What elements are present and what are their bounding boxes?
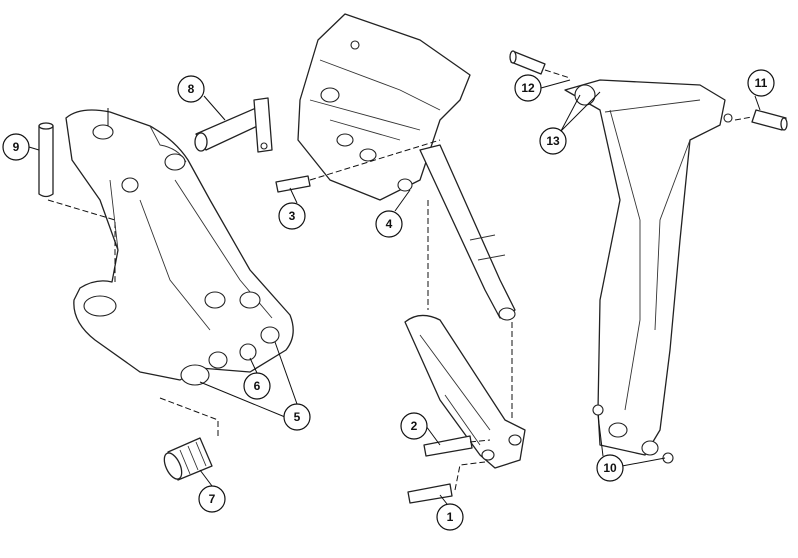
callout-4: 4	[375, 210, 403, 238]
pin-2	[423, 435, 473, 457]
callout-10: 10	[596, 454, 624, 482]
dipper-arm	[564, 79, 733, 456]
callout-label: 7	[209, 492, 216, 506]
pin-1	[407, 483, 453, 504]
callout-6: 6	[243, 372, 271, 400]
link-arm	[404, 314, 526, 469]
callout-label: 1	[447, 510, 454, 524]
callout-label: 11	[755, 76, 768, 90]
callout-label: 9	[13, 140, 20, 154]
callout-7: 7	[198, 485, 226, 513]
callout-13: 13	[539, 127, 567, 155]
callout-label: 6	[254, 379, 261, 393]
callout-11: 11	[747, 69, 775, 97]
callout-9: 9	[2, 133, 30, 161]
leader-lines	[28, 79, 761, 505]
callout-label: 8	[188, 82, 195, 96]
pin-9	[38, 122, 54, 198]
callout-label: 5	[294, 410, 301, 424]
pin-12	[509, 50, 546, 75]
pin-3	[275, 175, 311, 193]
callout-label: 13	[546, 134, 560, 148]
callout-5: 5	[283, 403, 311, 431]
callout-1: 1	[436, 503, 464, 531]
callout-label: 2	[411, 419, 418, 433]
pin-11	[751, 109, 788, 131]
callout-label: 12	[521, 81, 535, 95]
pin-7	[163, 437, 213, 481]
callout-label: 3	[289, 209, 296, 223]
pin-8	[194, 97, 273, 153]
callout-2: 2	[400, 412, 428, 440]
swing-bracket	[65, 108, 294, 386]
callout-3: 3	[278, 202, 306, 230]
callout-label: 4	[386, 217, 393, 231]
callout-8: 8	[177, 75, 205, 103]
callout-label: 10	[603, 461, 617, 475]
callout-12: 12	[514, 74, 542, 102]
hydraulic-cylinder	[419, 144, 516, 321]
